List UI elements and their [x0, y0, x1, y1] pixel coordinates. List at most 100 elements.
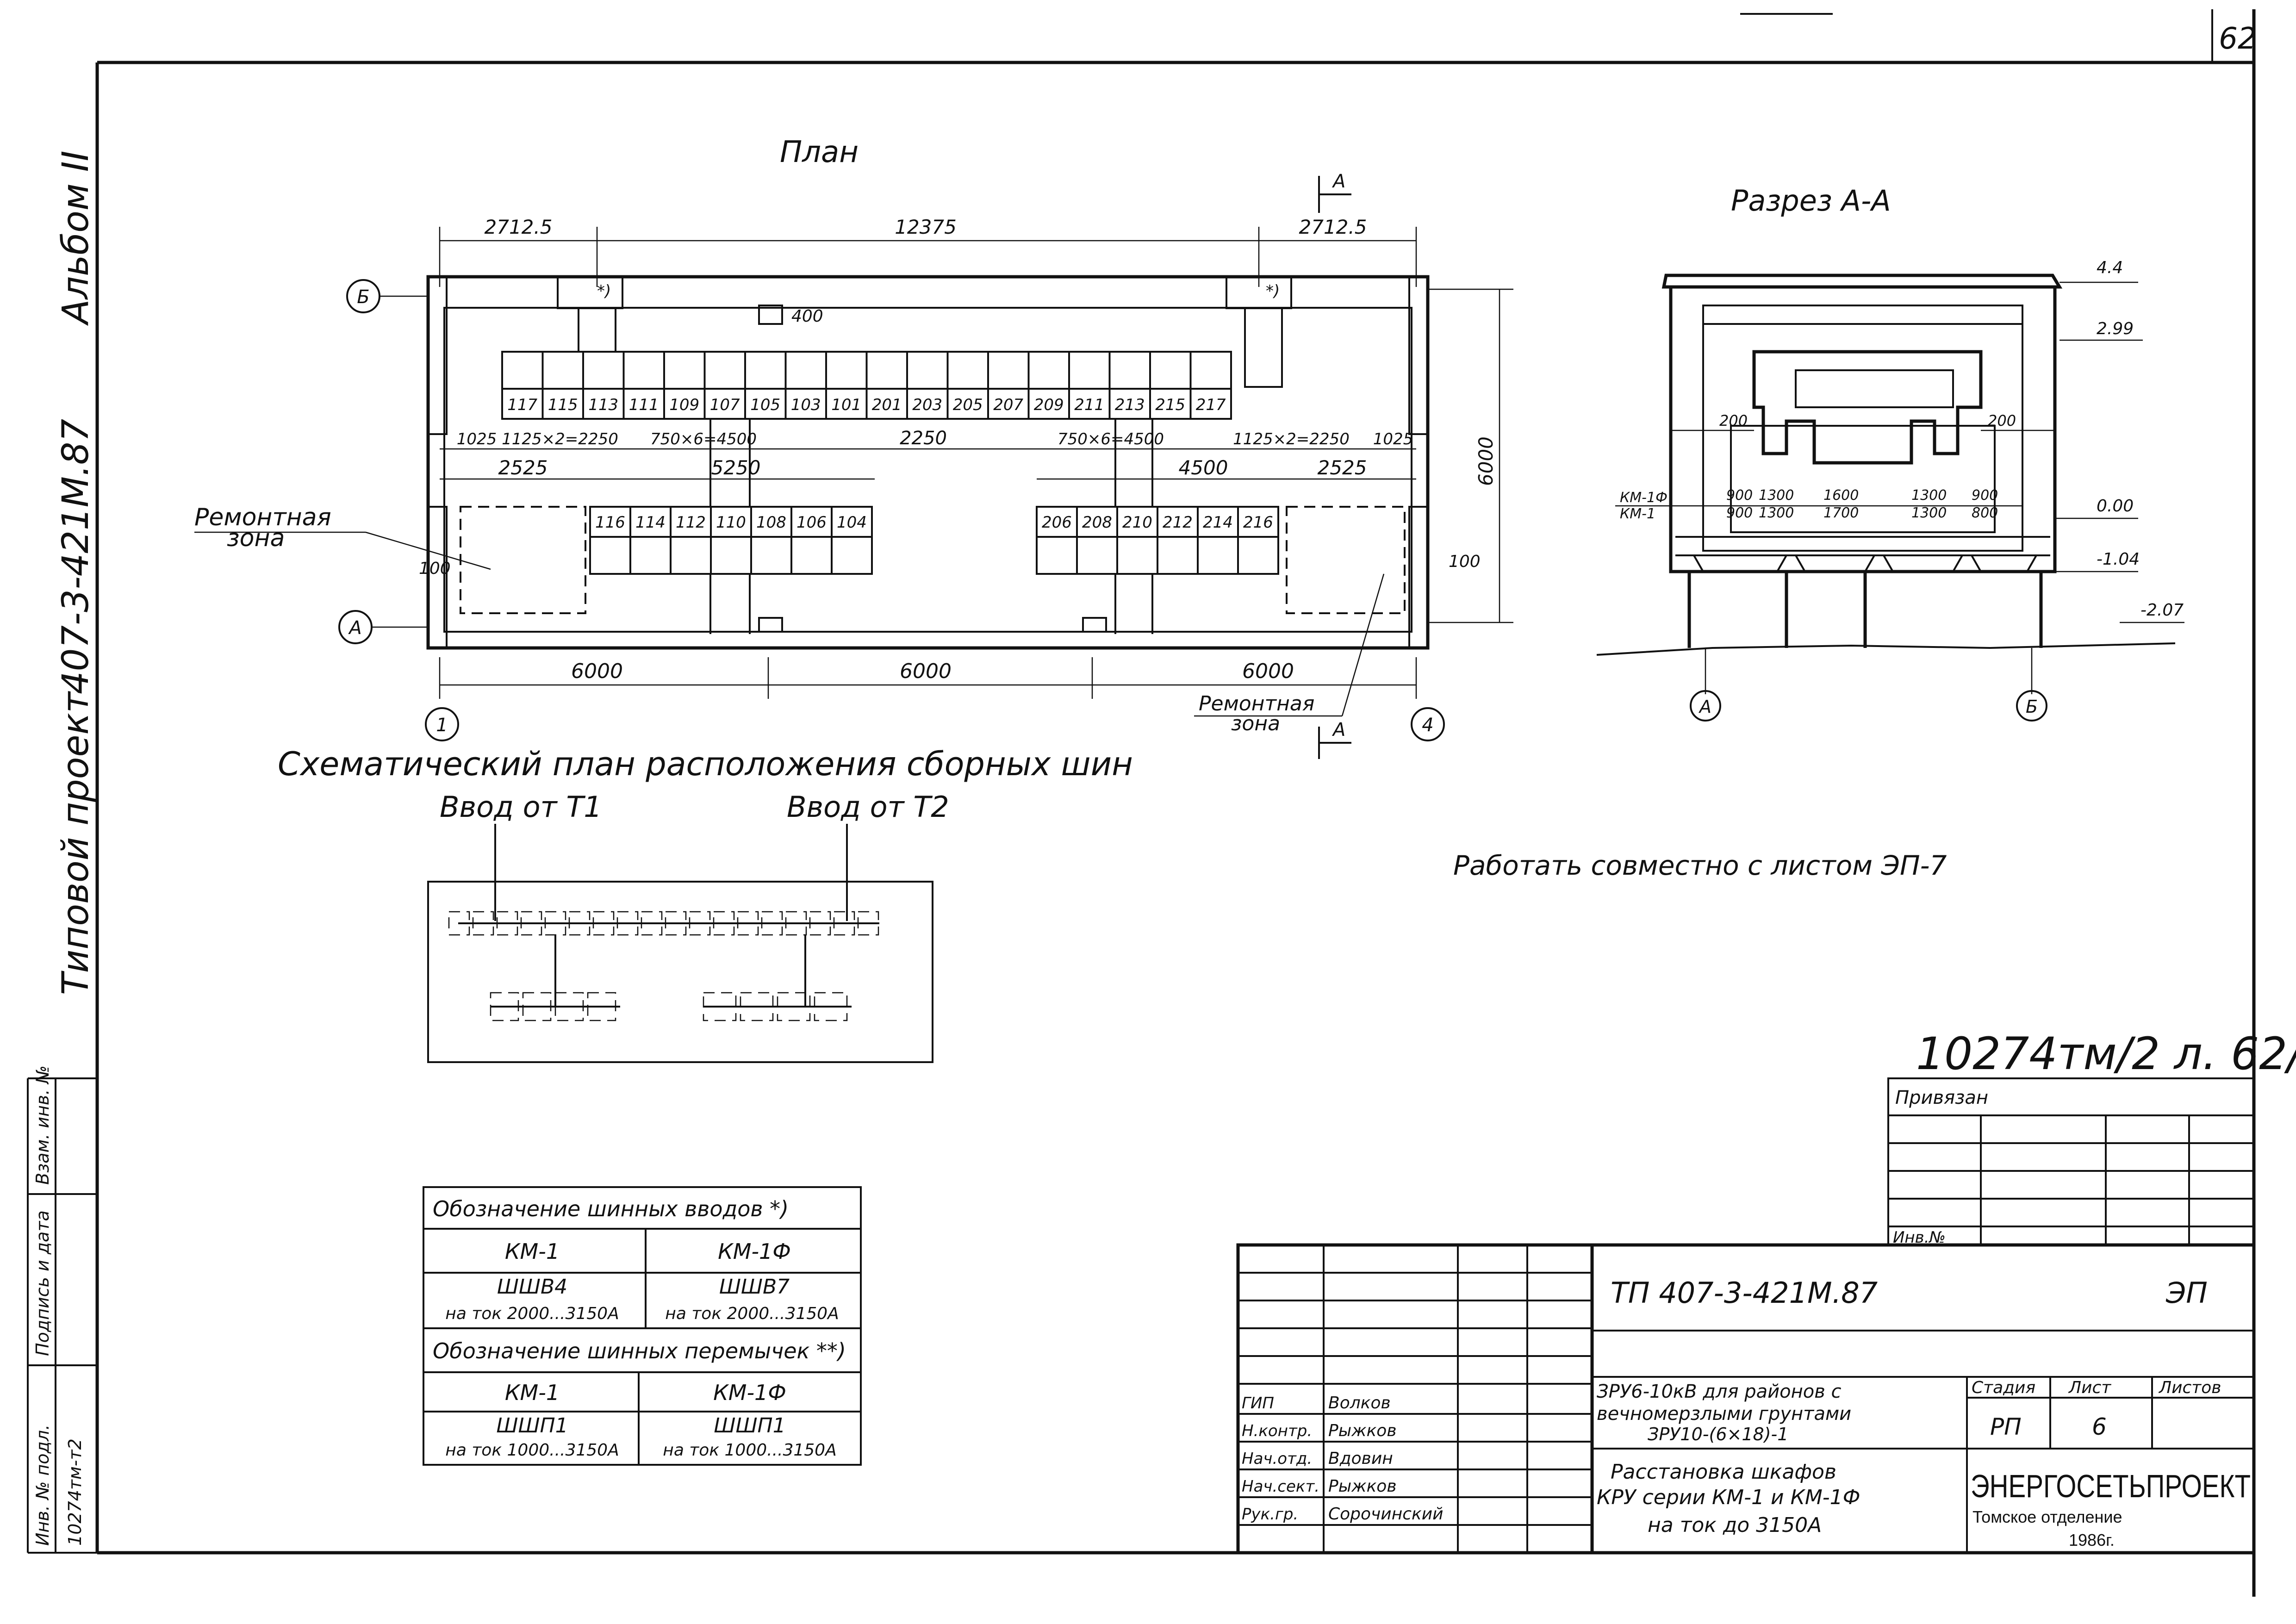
cell-upper: [1108, 351, 1151, 390]
cell-label: 111: [629, 396, 659, 414]
table-header-2: Обозначение шинных перемычек **): [433, 1338, 846, 1363]
dim-vertical: 6000: [1475, 436, 1497, 486]
album-label: Альбом II: [55, 150, 97, 326]
cell-label: 210: [1122, 513, 1152, 532]
side-inv-value: 10274тм-т2: [65, 1438, 85, 1546]
table-sub2-a: на ток 1000...3150А: [445, 1441, 619, 1460]
cell: [1027, 388, 1070, 420]
cell: [906, 388, 949, 420]
section-axis-b: Б: [2026, 697, 2038, 717]
cell-upper: [663, 351, 706, 390]
stamp-title-3: на ток до 3150А: [1648, 1513, 1822, 1537]
table-sub1-b: на ток 2000...3150А: [665, 1304, 839, 1323]
cell-lower: [710, 536, 752, 575]
cell-label: 212: [1163, 513, 1193, 532]
dim-mid-5: 750×6=4500: [1058, 430, 1164, 448]
dim-mid-6: 1125×2=2250: [1233, 430, 1350, 448]
level-1: 4.4: [2097, 258, 2123, 277]
cell-label: 107: [710, 396, 740, 414]
cell-upper: [946, 351, 989, 390]
stamp-sheet-label: Лист: [2068, 1378, 2111, 1397]
stamp-role: Нач.отд.: [1242, 1450, 1312, 1468]
cell-label: 215: [1155, 396, 1185, 414]
bus-title: Схематический план расположения сборных …: [278, 745, 1133, 783]
table-sub1-a: на ток 2000...3150А: [445, 1304, 619, 1323]
axis-1: 1: [436, 715, 448, 736]
cell: [1108, 388, 1151, 420]
cell-label: 213: [1115, 396, 1145, 414]
cell-lower: [831, 536, 873, 575]
cell-label: 216: [1243, 513, 1273, 532]
inventory-number: 10274тм/2 л. 62/80: [1916, 1028, 2296, 1080]
cell-upper: [1189, 351, 1232, 390]
dim-low-4: 2525: [1318, 456, 1367, 479]
cell-label: 101: [831, 396, 861, 414]
section-dim-200-left: 200: [1719, 412, 1748, 429]
stamp-role: Нач.сект.: [1242, 1477, 1319, 1496]
stamp-title-2: КРУ серии КМ-1 и КМ-1Ф: [1597, 1486, 1860, 1509]
cell-label: 112: [676, 513, 706, 532]
attach-label: Привязан: [1895, 1087, 1988, 1108]
table-col2-b: КМ-1Ф: [713, 1380, 786, 1405]
bus-scheme-frame: [427, 881, 933, 1063]
cell-lower: [1076, 536, 1118, 575]
section-dim-row1: 1600: [1823, 487, 1859, 504]
cell-label: 109: [669, 396, 699, 414]
section-dim-row1: 1300: [1759, 487, 1794, 504]
dim-mid-3: 750×6=4500: [650, 430, 757, 448]
stamp-stage: РП: [1990, 1413, 2022, 1440]
cell-lower: [1157, 536, 1199, 575]
dim-side-right: 100: [1449, 552, 1481, 571]
dim-bottom-3: 6000: [1242, 660, 1294, 683]
cell-upper: [1027, 351, 1070, 390]
section-mark-bottom: А: [1332, 719, 1345, 740]
dim-mid-1: 1025: [457, 430, 497, 448]
cell-label: 108: [756, 513, 786, 532]
cell-upper: [906, 351, 949, 390]
dim-low-1: 2525: [498, 456, 548, 479]
cell-label: 207: [993, 396, 1023, 414]
cell-label: 203: [912, 396, 942, 414]
level-2: 2.99: [2097, 319, 2134, 338]
bus-table: [423, 1186, 862, 1466]
table-col1-b: КМ-1Ф: [718, 1239, 791, 1264]
cell: [589, 506, 631, 538]
cell-label: 214: [1203, 513, 1233, 532]
stamp-people: ГИПН.контр.Нач.отд.Нач.сект.Рук.гр.Волко…: [1242, 1394, 1444, 1524]
cell-label: 217: [1196, 396, 1226, 414]
opening-dim: 400: [791, 307, 823, 326]
cell-label: 104: [837, 513, 867, 532]
cell-label: 105: [750, 396, 780, 414]
axis-4: 4: [1422, 715, 1433, 736]
cell-upper: [865, 351, 908, 390]
bus-input-1: Ввод от Т1: [440, 790, 602, 824]
cell-upper: [744, 351, 787, 390]
stamp-org-sub: Томское отделение: [1972, 1507, 2122, 1526]
cell-label: 114: [635, 513, 666, 532]
cell-lower: [670, 536, 712, 575]
dim-top-2: 12375: [895, 216, 957, 238]
stamp-stage-label: Стадия: [1972, 1378, 2035, 1397]
dim-side-left: 100: [419, 559, 451, 578]
cell-upper: [987, 351, 1030, 390]
stamp-object-3: ЗРУ10-(6×18)-1: [1648, 1424, 1788, 1444]
cell-label: 201: [872, 396, 902, 414]
section-title: Разрез А-А: [1731, 184, 1891, 218]
cell: [710, 506, 752, 538]
section-dim-row1: 1300: [1911, 487, 1947, 504]
stamp-name: Сорочинский: [1328, 1505, 1444, 1524]
section-dim-200-right: 200: [1988, 412, 2016, 429]
section-dim-row1: 900: [1972, 487, 1998, 504]
cell: [750, 506, 792, 538]
section-mark-top: А: [1332, 171, 1345, 192]
project-label: Типовой проект: [55, 691, 97, 995]
cell: [670, 506, 712, 538]
section-axis-a: А: [1698, 697, 1711, 717]
plan-title: План: [780, 135, 859, 169]
cell-label: 110: [716, 513, 746, 532]
side-label-3: Инв. № подл.: [32, 1425, 53, 1546]
bus-input-2: Ввод от Т2: [787, 790, 949, 824]
